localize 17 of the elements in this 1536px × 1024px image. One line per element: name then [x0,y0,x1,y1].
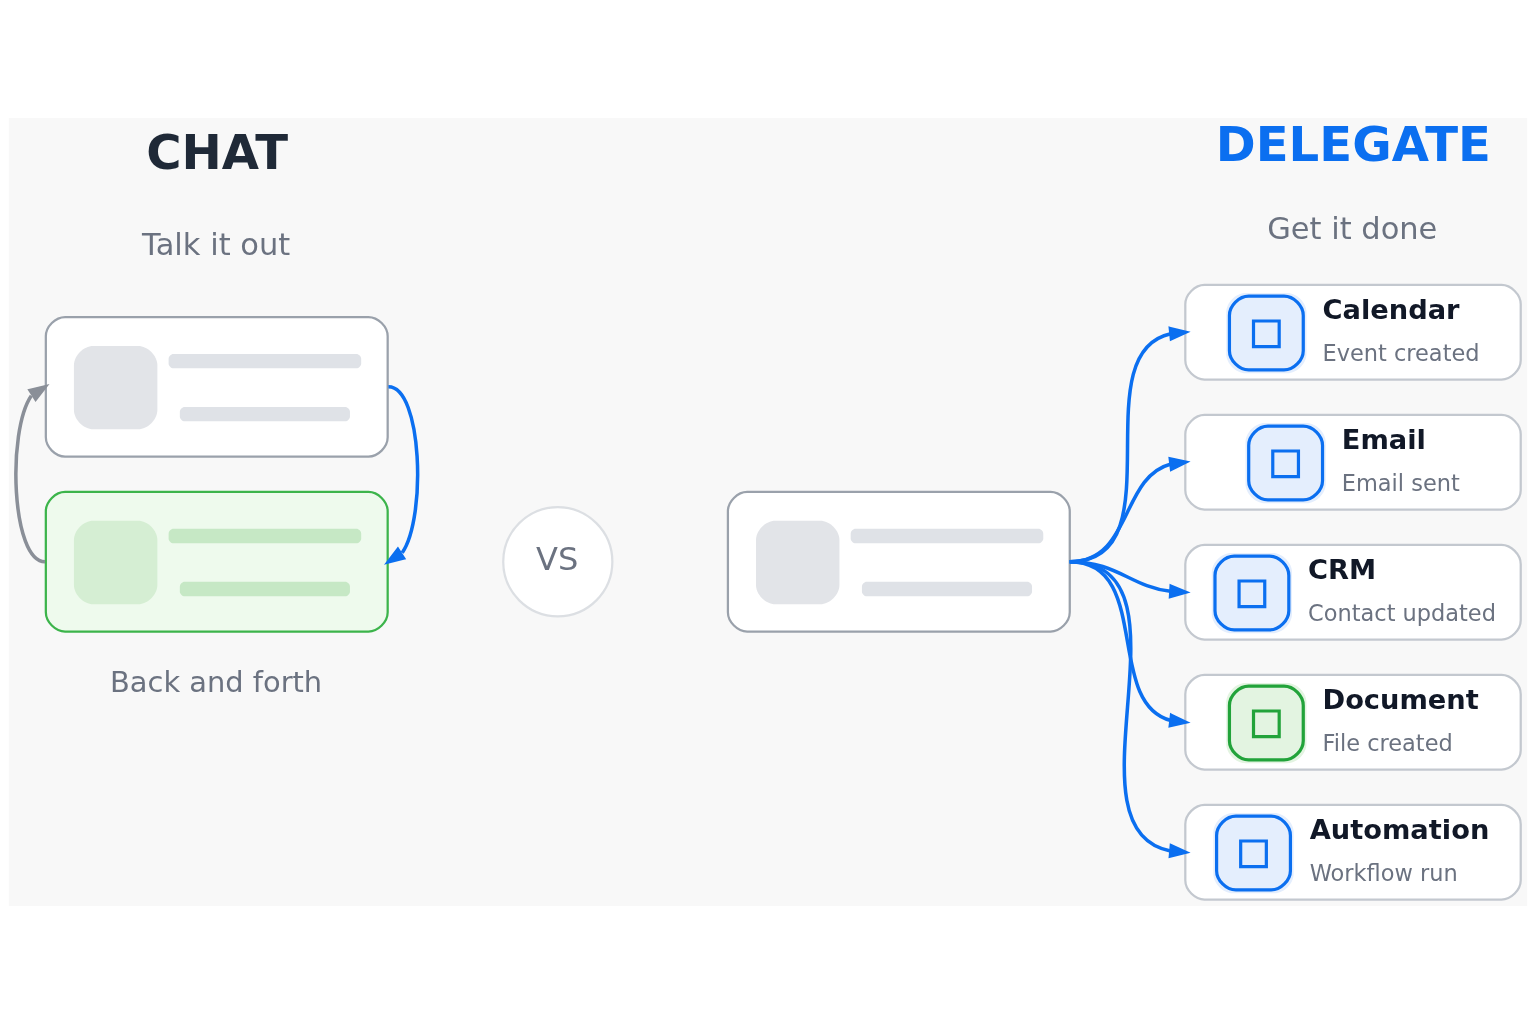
node-bubble [44,315,389,458]
node-box: Automation Workflow run [1184,803,1522,901]
label: Talk it out [142,226,291,262]
arrow [384,385,420,565]
node-circle: VS [502,506,614,618]
node-bubble [44,490,389,633]
label: CHAT [146,124,289,181]
node-box: Document File created [1184,673,1522,771]
node-bubble [726,490,1071,633]
label: Back and forth [110,665,323,700]
node-box: CRM Contact updated [1184,543,1522,641]
node-box: Email Email sent [1184,413,1522,511]
node-box: Calendar Event created [1184,283,1522,381]
label: DELEGATE [1215,116,1491,173]
label: Get it done [1267,210,1438,246]
arrow [14,383,50,564]
arrow [1069,560,1191,859]
